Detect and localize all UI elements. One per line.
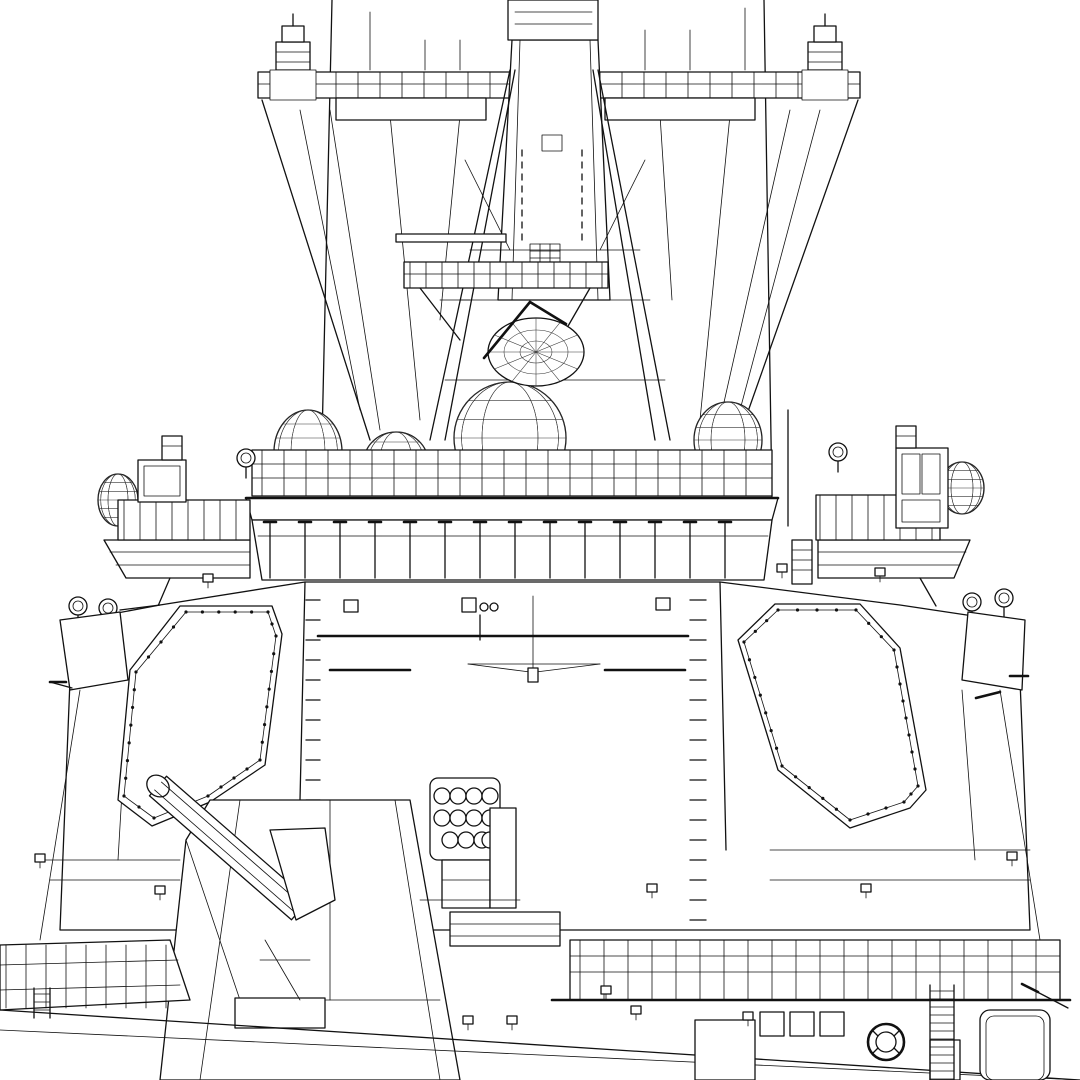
fitting-icon (202, 573, 214, 589)
fitting-icon (600, 985, 612, 1001)
deck-fittings (34, 563, 1018, 1031)
fitting-icon (154, 885, 166, 901)
main-mast (257, 0, 861, 501)
launcher-cell (433, 809, 451, 827)
launcher-cell (433, 787, 451, 805)
mast-platform (395, 233, 609, 341)
ladder (33, 987, 51, 1019)
sponson-right (787, 409, 971, 607)
fitting-icon (874, 567, 886, 583)
searchlight-icon (236, 448, 256, 479)
main-deck (0, 911, 1080, 1080)
fitting-icon (34, 853, 46, 869)
radar-array-panel-right (737, 603, 927, 829)
missile-launcher (419, 777, 521, 909)
fitting-icon (506, 1015, 518, 1031)
launcher-cell (465, 809, 483, 827)
bridge-deck (244, 449, 780, 581)
launcher-cell (441, 831, 459, 849)
launcher-cell (449, 809, 467, 827)
launcher-cell (457, 831, 475, 849)
deck-ladders (33, 984, 955, 1080)
mast-beacon-right (801, 13, 849, 101)
sponson-left (103, 435, 251, 607)
searchlight-icon (994, 588, 1014, 619)
launcher-cell (465, 787, 483, 805)
ladder (929, 984, 955, 1080)
fitting-icon (860, 883, 872, 899)
launcher-cell (481, 787, 499, 805)
radar-array-panel-left (117, 605, 283, 827)
fitting-icon (776, 563, 788, 579)
fitting-icon (1006, 851, 1018, 867)
searchlight-icon (828, 442, 848, 473)
fitting-icon (646, 883, 658, 899)
mast-beacon-left (269, 13, 317, 101)
fitting-icon (742, 1011, 754, 1027)
fitting-icon (630, 1005, 642, 1021)
launcher-cell (449, 787, 467, 805)
fitting-icon (462, 1015, 474, 1031)
radar-dish (482, 300, 585, 387)
naval-gun (146, 774, 461, 1080)
life-ring-icon (866, 1022, 906, 1062)
